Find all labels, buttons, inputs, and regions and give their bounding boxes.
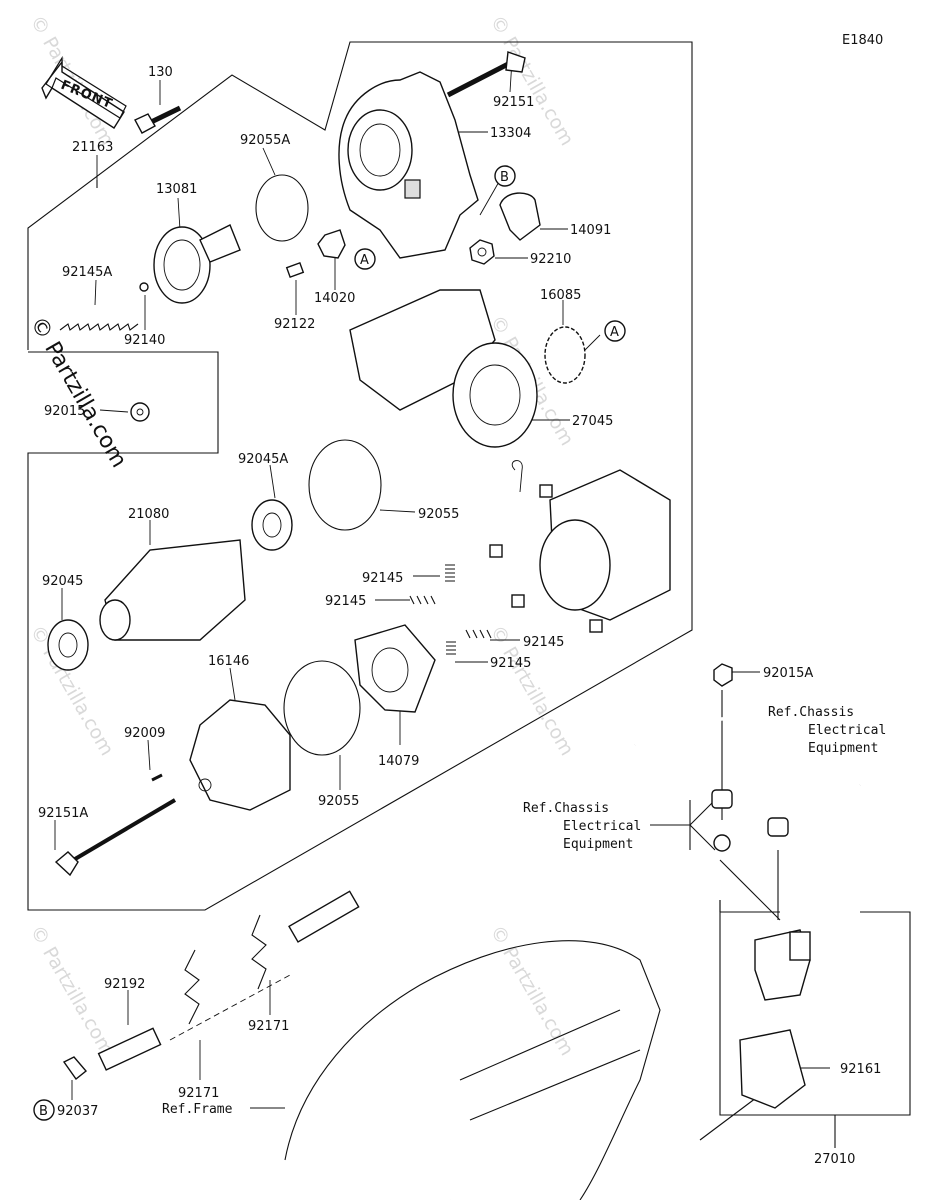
label-92171-left: 92171 [178, 1086, 219, 1101]
label-130: 130 [148, 65, 173, 80]
ref-chassis-1-line3: Equipment [808, 741, 878, 756]
label-13304: 13304 [490, 126, 531, 141]
callout-B1: B [494, 165, 516, 187]
label-92145-3: 92145 [523, 635, 564, 650]
label-16085: 16085 [540, 288, 581, 303]
label-13081: 13081 [156, 182, 197, 197]
ref-chassis-2-line2: Electrical [563, 819, 641, 834]
label-92140: 92140 [124, 333, 165, 348]
part-92151-bolt [446, 51, 526, 98]
part-92037-clip [62, 1056, 88, 1081]
part-13304-housing [338, 71, 479, 259]
part-14079-brush-holder [354, 624, 436, 713]
ref-chassis-1-line2: Electrical [808, 723, 886, 738]
part-92055-oring-upper [308, 439, 382, 531]
label-92015: 92015 [44, 404, 85, 419]
part-27045-cover [349, 289, 538, 448]
label-92161: 92161 [840, 1062, 881, 1077]
label-14091: 14091 [570, 223, 611, 238]
label-16146: 16146 [208, 654, 249, 669]
label-92055-lower: 92055 [318, 794, 359, 809]
part-130-bolt [134, 105, 182, 134]
part-92192-tube [97, 1027, 162, 1071]
label-14079: 14079 [378, 754, 419, 769]
label-92210: 92210 [530, 252, 571, 267]
callout-A2-label: A [610, 325, 619, 340]
label-92145A: 92145A [62, 265, 112, 280]
label-92045A: 92045A [238, 452, 288, 467]
ref-chassis-2-line1: Ref.Chassis [523, 801, 609, 816]
label-92171-right: 92171 [248, 1019, 289, 1034]
part-92055-oring-lower [283, 660, 361, 756]
part-14091-cap [499, 192, 541, 241]
label-92145-4: 92145 [490, 656, 531, 671]
part-92140-washer [139, 282, 149, 292]
label-92037: 92037 [57, 1104, 98, 1119]
label-27045: 27045 [572, 414, 613, 429]
part-labels: 130 21163 92055A 13081 92145A 92140 9201… [38, 65, 881, 1167]
label-92145-1: 92145 [362, 571, 403, 586]
part-92055A-oring [255, 174, 309, 242]
part-92145A-spring [59, 323, 139, 331]
part-92210-nut [469, 239, 495, 265]
label-92045: 92045 [42, 574, 83, 589]
label-92055-upper: 92055 [418, 507, 459, 522]
label-14020: 14020 [314, 291, 355, 306]
part-92145-springs [409, 564, 492, 655]
part-92151A-bolt [54, 798, 177, 877]
part-92015A-nut [713, 663, 733, 687]
part-starter-cable [634, 717, 861, 852]
part-16085-gear [544, 326, 586, 384]
watermark-main: © Partzilla.com [25, 313, 132, 473]
part-92045A-bearing [251, 499, 293, 551]
callout-B2: B [33, 1099, 55, 1121]
callout-B2-label: B [39, 1104, 48, 1119]
label-92122: 92122 [274, 317, 315, 332]
label-21163: 21163 [72, 140, 113, 155]
part-yoke-stator [489, 460, 671, 633]
diagram-code: E1840 [842, 33, 883, 48]
callout-A1-label: A [360, 253, 369, 268]
frame-reference-art [284, 940, 661, 1200]
callout-A1: A [354, 248, 376, 270]
label-27010: 27010 [814, 1152, 855, 1167]
label-92151: 92151 [493, 95, 534, 110]
label-92145-2: 92145 [325, 594, 366, 609]
part-92009-screw [151, 773, 163, 782]
label-92151A: 92151A [38, 806, 88, 821]
label-92015A: 92015A [763, 666, 813, 681]
front-arrow: FRONT [41, 55, 127, 129]
reference-labels: Ref.Chassis Electrical Equipment Ref.Cha… [162, 705, 886, 1117]
label-92192: 92192 [104, 977, 145, 992]
part-21080-armature [99, 539, 246, 641]
label-92009: 92009 [124, 726, 165, 741]
callout-B1-label: B [500, 170, 509, 185]
part-92015-washer [130, 402, 150, 422]
ref-chassis-2-line3: Equipment [563, 837, 633, 852]
part-16146-end-cover [189, 699, 291, 811]
part-14020-gear [317, 229, 346, 259]
watermark-7: © Partzilla.com [486, 922, 578, 1060]
part-92045-bearing [47, 619, 89, 671]
ref-chassis-1-line1: Ref.Chassis [768, 705, 854, 720]
part-92122-pin [285, 262, 305, 278]
part-27010-relay [739, 929, 811, 1109]
part-13081-clutch [153, 224, 241, 304]
part-92171-clamps [169, 890, 360, 1041]
ref-frame: Ref.Frame [162, 1102, 233, 1117]
callout-A2: A [604, 320, 626, 342]
label-92055A: 92055A [240, 133, 290, 148]
label-21080: 21080 [128, 507, 169, 522]
